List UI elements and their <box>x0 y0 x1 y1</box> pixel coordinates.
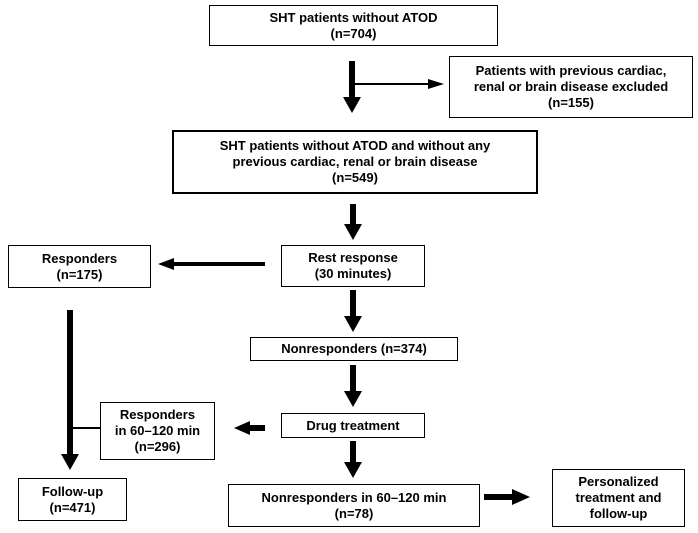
node-follow-up: Follow-up (n=471) <box>18 478 127 521</box>
node-rest-response-line2: (30 minutes) <box>314 266 392 281</box>
arrow-eligible-to-rest <box>344 204 362 240</box>
arrow-start-to-eligible <box>343 61 361 113</box>
node-personalized-line1: Personalized <box>578 474 659 489</box>
node-drug-treatment-line1: Drug treatment <box>306 417 400 433</box>
node-follow-up-line2: (n=471) <box>49 499 96 515</box>
arrow-drug-to-nonresponders-60-120 <box>344 441 362 478</box>
node-eligible-line3: (n=549) <box>332 170 378 185</box>
node-rest-response-line1: Rest response <box>308 250 398 265</box>
arrow-drug-to-responders-60-120 <box>234 421 265 435</box>
node-responders: Responders (n=175) <box>8 245 151 288</box>
arrow-responders-to-follow-up <box>61 310 79 470</box>
node-responders-60-120-line1: Responders <box>119 407 196 422</box>
node-nonresponders-line1: Nonresponders (n=374) <box>281 341 427 356</box>
node-responders-60-120: Responders in 60–120 min (n=296) <box>100 402 215 460</box>
node-nonresponders-60-120-line1: Nonresponders in 60–120 min <box>261 489 447 505</box>
arrow-to-personalized <box>484 489 530 505</box>
node-excluded-line3: (n=155) <box>548 95 594 110</box>
node-start-line2: (n=704) <box>330 25 377 41</box>
node-eligible-line2: previous cardiac, renal or brain disease <box>232 154 478 169</box>
node-nonresponders-60-120: Nonresponders in 60–120 min (n=78) <box>228 484 480 527</box>
node-follow-up-line1: Follow-up <box>41 483 104 499</box>
node-nonresponders-60-120-line2: (n=78) <box>334 505 374 521</box>
node-responders-line1: Responders <box>41 250 118 266</box>
node-nonresponders: Nonresponders (n=374) <box>250 337 458 361</box>
node-excluded-line1: Patients with previous cardiac, <box>475 63 667 78</box>
node-excluded-line2: renal or brain disease excluded <box>473 79 669 94</box>
node-eligible: SHT patients without ATOD and without an… <box>172 130 538 194</box>
node-eligible-line1: SHT patients without ATOD and without an… <box>219 138 491 153</box>
arrow-to-excluded <box>355 79 444 89</box>
node-start: SHT patients without ATOD (n=704) <box>209 5 498 46</box>
node-excluded: Patients with previous cardiac, renal or… <box>449 56 693 118</box>
node-personalized-line2: treatment and <box>575 490 662 505</box>
node-personalized-line3: follow-up <box>589 506 648 521</box>
node-personalized: Personalized treatment and follow-up <box>552 469 685 527</box>
node-start-line1: SHT patients without ATOD <box>269 9 438 25</box>
arrow-rest-to-responders <box>158 258 265 270</box>
arrow-rest-to-nonresponders <box>344 290 362 332</box>
node-responders-line2: (n=175) <box>56 266 103 282</box>
node-responders-60-120-line3: (n=296) <box>134 439 181 454</box>
node-rest-response: Rest response (30 minutes) <box>281 245 425 287</box>
arrow-nonresponders-to-drug <box>344 365 362 407</box>
node-drug-treatment: Drug treatment <box>281 413 425 438</box>
node-responders-60-120-line2: in 60–120 min <box>114 423 201 438</box>
